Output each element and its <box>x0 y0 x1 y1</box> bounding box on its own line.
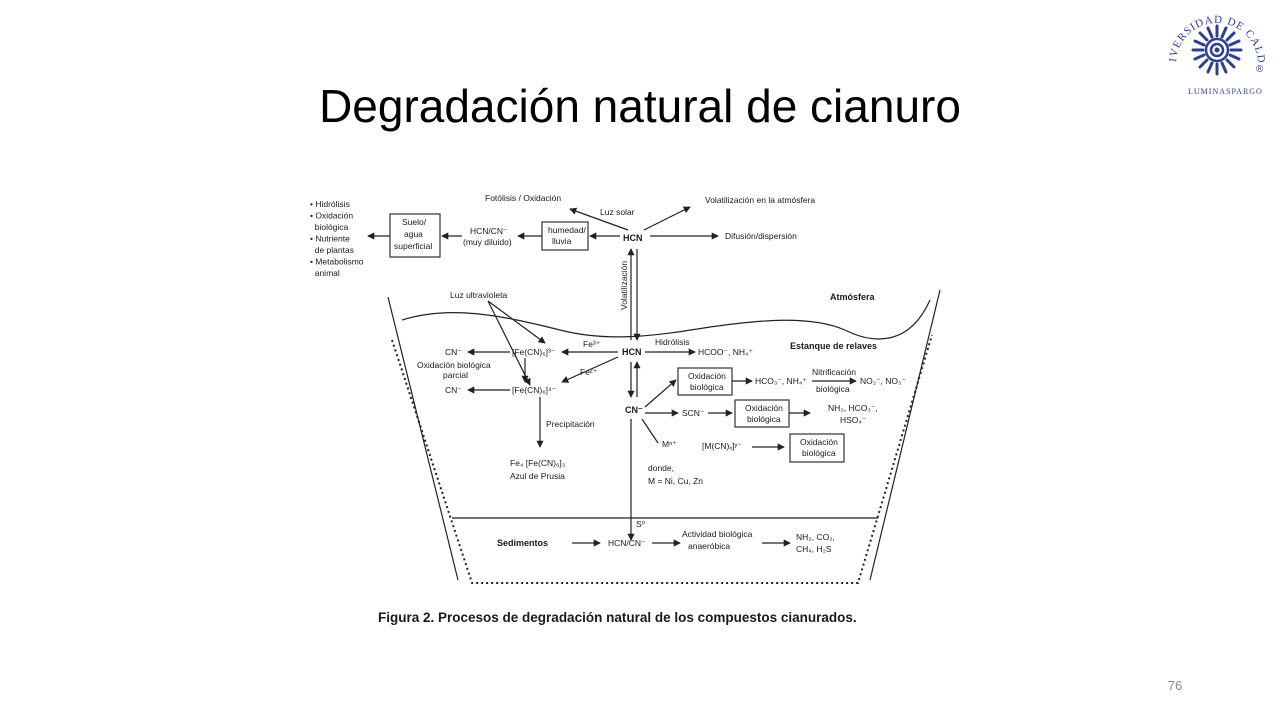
fe3-label: Fe³⁺ <box>583 339 601 349</box>
anaerobic-1: Actividad biológica <box>682 529 753 539</box>
bio-ox-1b: biológica <box>690 382 724 392</box>
process-item: biológica <box>310 222 349 232</box>
diffusion-label: Difusión/dispersión <box>725 231 797 241</box>
bio-ox-3b: biológica <box>802 448 836 458</box>
slide-title: Degradación natural de cianuro <box>319 80 961 132</box>
bio-ox-box-1 <box>677 367 733 396</box>
metals-label: M = Ni, Cu, Zn <box>648 476 703 486</box>
bio-ox-3a: Oxidación <box>800 437 838 447</box>
cn-center: CN⁻ <box>625 405 643 415</box>
arrow-to-photolysis <box>569 207 629 231</box>
cn-bottom-label: CN⁻ <box>445 385 462 395</box>
metal-cn-label: [M(CN)ₓ]ʸ⁻ <box>702 441 742 451</box>
prussian-2: Azul de Prusia <box>510 471 565 481</box>
humidity-text-1: humedad/ <box>548 225 586 235</box>
uv-light-label: Luz ultravioleta <box>450 290 507 300</box>
fe-cn6-3-label: [Fe(CN)₆]³⁻ <box>512 347 556 357</box>
soil-text-3: superficial <box>394 241 432 251</box>
volatilization-atm-label: Volatilización en la atmósfera <box>705 195 815 205</box>
process-item: • Hidrólisis <box>310 199 350 209</box>
nitrification-1: Nitrificación <box>812 367 856 377</box>
atmosphere-label: Atmósfera <box>830 292 876 302</box>
process-item: • Nutriente <box>310 234 350 244</box>
gas-products-2: CH₄, H₂S <box>796 544 832 554</box>
page-number: 76 <box>1167 678 1183 693</box>
pond-left-wall <box>387 296 459 581</box>
logo-motto-right: SPARGO <box>1226 87 1263 96</box>
precipitation-label: Precipitación <box>546 419 595 429</box>
pond-outer-boundary <box>391 334 933 584</box>
anaerobic-2: anaeróbica <box>688 541 730 551</box>
figure-caption: Figura 2. Procesos de degradación natura… <box>378 610 857 625</box>
pond-water-surface <box>401 299 931 340</box>
s0-label: S⁰ <box>636 519 646 529</box>
logo-sun-icon <box>1191 24 1243 76</box>
soil-text-2: agua <box>404 229 423 239</box>
partial-ox-2: parcial <box>443 370 468 380</box>
arrow-uv-1 <box>487 300 546 344</box>
nitrification-2: biológica <box>816 384 850 394</box>
pond-right-wall <box>869 289 941 581</box>
arrow-uv-2 <box>487 300 531 386</box>
hydrolysis-label: Hidrólisis <box>655 337 689 347</box>
photolysis-label: Fotólisis / Oxidación <box>485 193 561 203</box>
universidad-de-caldas-logo: UNIVERSIDAD DE CALDAS LUMINA SPARGO ® <box>1158 2 1266 96</box>
volatilization-label: Volatilización <box>619 261 629 310</box>
sediments-label: Sedimentos <box>497 538 548 548</box>
bio-ox-1a: Oxidación <box>688 371 726 381</box>
humidity-text-2: lluvia <box>552 236 572 246</box>
logo-registered-mark: ® <box>1256 64 1264 75</box>
hso4: HSO₄⁻ <box>840 415 867 425</box>
arrow-cn-to-ox1 <box>644 379 677 408</box>
formate-label: HCOO⁻, NH₄⁺ <box>698 347 753 357</box>
prussian-1: Fe₄ [Fe(CN)₆]₃ <box>510 458 565 468</box>
bio-ox-2a: Oxidación <box>745 403 783 413</box>
no2-no3: NO₂⁻, NO₃⁻ <box>860 376 906 386</box>
bio-ox-box-3 <box>789 433 845 463</box>
arrow-cn-to-metal <box>641 418 659 444</box>
arrow-to-volatilization <box>643 206 691 231</box>
hcn-cn-dilute-2: (muy diluido) <box>463 237 512 247</box>
hco3-nh4: HCO₃⁻, NH₄⁺ <box>755 376 807 386</box>
gas-products-1: NH₃, CO₂, <box>796 532 835 542</box>
cn-top-label: CN⁻ <box>445 347 462 357</box>
scn-label: SCN⁻ <box>682 408 705 418</box>
process-item: • Oxidación <box>310 211 353 221</box>
nh3-hco3: NH₃, HCO₃⁻, <box>828 403 878 413</box>
soil-box <box>389 213 441 258</box>
partial-ox-1: Oxidación biológica <box>417 360 491 370</box>
processes-list: • Hidrólisis • Oxidación biológica • Nutri… <box>310 199 364 278</box>
bio-ox-2b: biológica <box>747 414 781 424</box>
process-item: de plantas <box>310 245 354 255</box>
hcn-cn-dilute-1: HCN/CN⁻ <box>470 226 508 236</box>
process-item: • Metabolismo <box>310 257 364 267</box>
fe2-label: Fe²⁺ <box>580 367 598 377</box>
process-item: animal <box>310 268 340 278</box>
cyanide-degradation-diagram: Fotólisis / Oxidación Luz solar Volatili… <box>310 193 941 625</box>
fe-cn6-4-label: [Fe(CN)₆]⁴⁻ <box>512 385 557 395</box>
hcn-pond: HCN <box>622 347 642 357</box>
humidity-box <box>541 221 589 251</box>
sediment-hcn-cn: HCN/CN⁻ <box>608 538 646 548</box>
where-label: donde, <box>648 463 674 473</box>
metal-label: Mⁿ⁺ <box>662 439 677 449</box>
pond-label: Estanque de relaves <box>790 341 877 351</box>
hcn-top-label: HCN <box>623 233 643 243</box>
logo-motto-left: LUMINA <box>1188 87 1226 96</box>
arrow-hcn-to-fe2 <box>561 356 619 383</box>
soil-text-1: Suelo/ <box>402 217 427 227</box>
sunlight-label: Luz solar <box>600 207 635 217</box>
